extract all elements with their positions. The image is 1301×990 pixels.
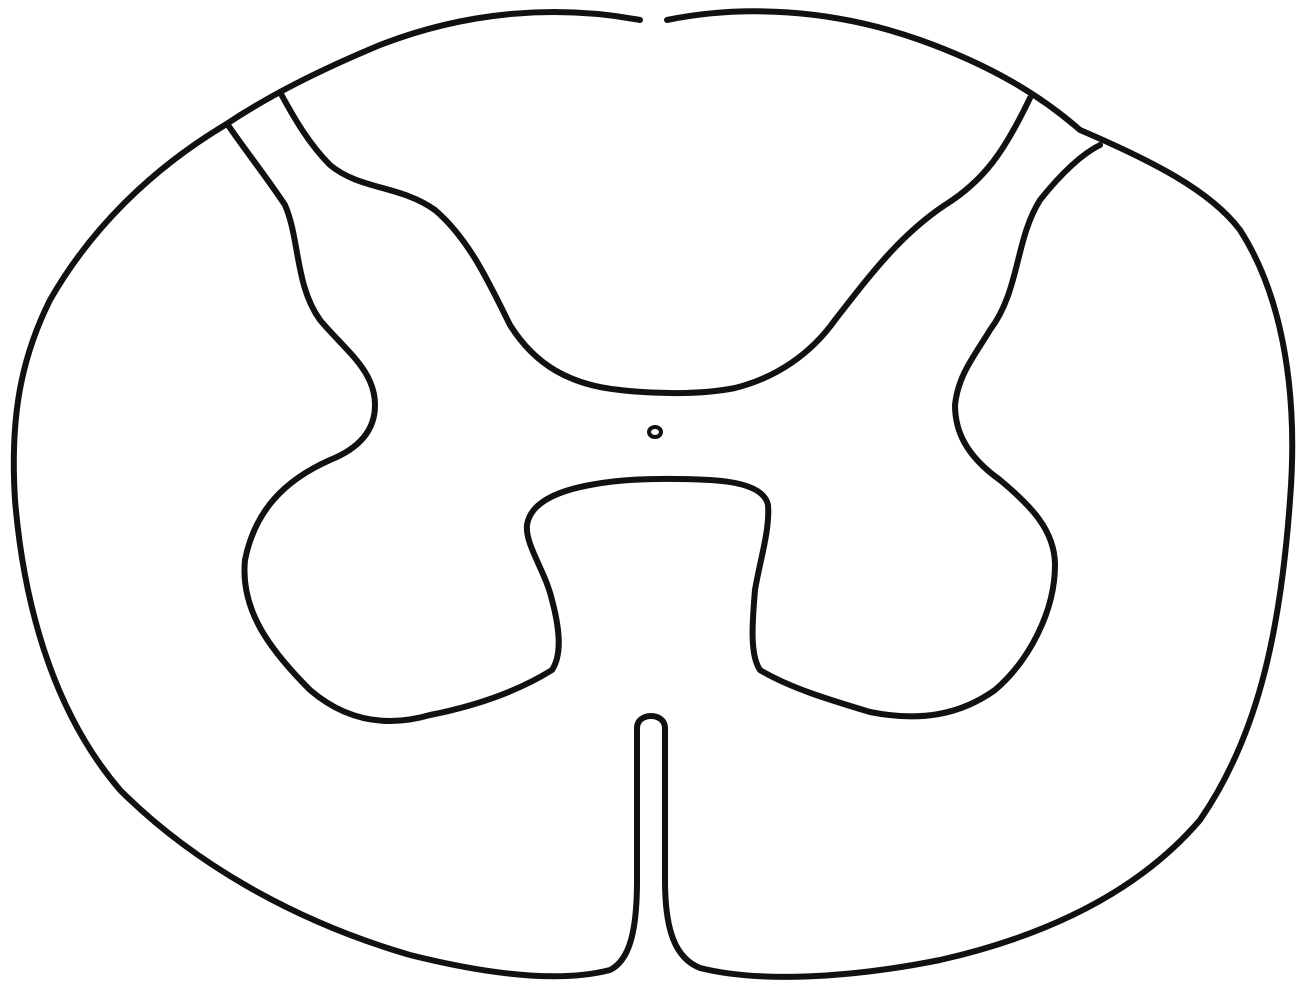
left-posterior-horn-boundary bbox=[280, 92, 1030, 393]
anterior-median-fissure bbox=[637, 716, 665, 728]
central-canal bbox=[649, 427, 661, 437]
gray-matter-outline bbox=[228, 125, 1100, 721]
outer-outline-left bbox=[14, 12, 640, 976]
